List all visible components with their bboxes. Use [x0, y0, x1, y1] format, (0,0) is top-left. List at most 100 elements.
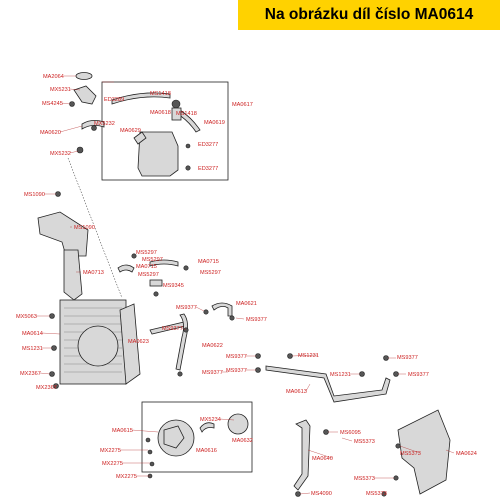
part-label: MA0613 [286, 389, 307, 395]
part-label: MX5231 [50, 87, 71, 93]
part-label: MA0618 [150, 110, 171, 116]
bolt-part [55, 191, 61, 197]
part-label: MS9345 [163, 283, 184, 289]
part-label: MS4090 [311, 491, 332, 497]
pipe-part [293, 419, 311, 491]
bracket-part [37, 211, 89, 257]
leader-lines [36, 75, 455, 495]
part-label: ED3289 [104, 97, 124, 103]
clamp-part [177, 371, 183, 377]
part-label: MS9377 [176, 305, 197, 311]
screw-part [149, 461, 155, 467]
part-label: MS5297 [136, 250, 157, 256]
part-label: MA0624 [456, 451, 477, 457]
part-label: MA0620 [40, 130, 61, 136]
part-label: MX2275 [116, 474, 137, 480]
part-label: MS4245 [42, 101, 63, 107]
part-label: MA0632 [232, 438, 253, 444]
fan-blade-part [227, 413, 249, 435]
part-label: ED3277 [198, 166, 218, 172]
part-label: MX2367 [36, 385, 57, 391]
tank-outlet-part [133, 131, 147, 145]
clamp-part [393, 371, 399, 377]
screw-part [185, 165, 191, 171]
part-label: MS9377 [408, 372, 429, 378]
radiator-group [49, 299, 141, 389]
cover-group [381, 409, 451, 497]
part-label: MA0615 [112, 428, 133, 434]
part-label: MS5297 [138, 272, 159, 278]
bolt-part [51, 345, 57, 351]
header-title: Na obrázku díl číslo MA0614 [264, 6, 474, 23]
part-label: MS1418 [176, 111, 197, 117]
middle-hoses-group [149, 302, 235, 377]
expansion-tank-part [137, 131, 179, 177]
part-label: MA0617 [232, 102, 253, 108]
fan-frame-part [119, 303, 141, 385]
part-label: MS9377 [226, 368, 247, 374]
part-label: ED3277 [198, 142, 218, 148]
clamp-part [203, 309, 209, 315]
part-label: MA0621 [236, 301, 257, 307]
expansion-tank-group [69, 72, 229, 181]
part-label: MA2064 [43, 74, 64, 80]
hose-part [111, 92, 171, 105]
clamp-part [287, 353, 293, 359]
clamp-part [183, 265, 189, 271]
part-label: MA0623 [128, 339, 149, 345]
part-label: MS5297 [142, 257, 163, 263]
part-label: MS5373 [400, 451, 421, 457]
part-label: MA0614 [22, 331, 43, 337]
part-label: MX2367 [20, 371, 41, 377]
clamp-part [131, 253, 137, 259]
shroud-part [63, 249, 83, 301]
part-label: MA0715 [136, 264, 157, 270]
part-label: MS1231 [22, 346, 43, 352]
bolt-part [53, 383, 59, 389]
tank-frame-box [101, 81, 229, 181]
hose-part [149, 259, 179, 267]
bolt-part [49, 313, 55, 319]
bolt-part [76, 146, 84, 154]
screw-part [393, 475, 399, 481]
part-label: MS5373 [354, 439, 375, 445]
part-label: MA0629 [120, 128, 141, 134]
cap-part [75, 72, 93, 80]
part-label: MA0622 [202, 343, 223, 349]
part-label: MS9377 [246, 317, 267, 323]
part-label: MX2275 [102, 461, 123, 467]
clamp-part [359, 371, 365, 377]
part-label: MS9377 [397, 355, 418, 361]
fan-frame-box [141, 401, 253, 473]
cap-part [171, 99, 181, 109]
small-hoses-group [117, 253, 189, 297]
part-label: MS1090 [74, 225, 95, 231]
filler-neck-part [171, 107, 182, 121]
clamp-part [323, 429, 329, 435]
part-label: MS1418 [150, 91, 171, 97]
clamp-part [153, 291, 159, 297]
bolt-part [69, 101, 75, 107]
screw-part [395, 443, 401, 449]
part-label: MA0715 [198, 259, 219, 265]
bracket-part [73, 85, 97, 105]
screw-part [185, 143, 191, 149]
part-label: MS1090 [24, 192, 45, 198]
fan-part [77, 325, 119, 367]
radiator-bracket-group [37, 191, 89, 301]
part-label: MS1231 [298, 353, 319, 359]
part-label: MX5232 [94, 121, 115, 127]
pipe-part [265, 365, 391, 403]
part-label: MX2275 [100, 448, 121, 454]
fan-detail-group [141, 401, 253, 479]
part-label: MS6095 [340, 430, 361, 436]
hose-part [211, 302, 233, 317]
part-label: MX5232 [50, 151, 71, 157]
part-label: MX5234 [200, 417, 221, 423]
cooling-pipe-group [255, 353, 399, 403]
part-label: MX5063 [16, 314, 37, 320]
part-label: MA0616 [196, 448, 217, 454]
cover-part [397, 409, 451, 495]
screw-part [147, 449, 153, 455]
